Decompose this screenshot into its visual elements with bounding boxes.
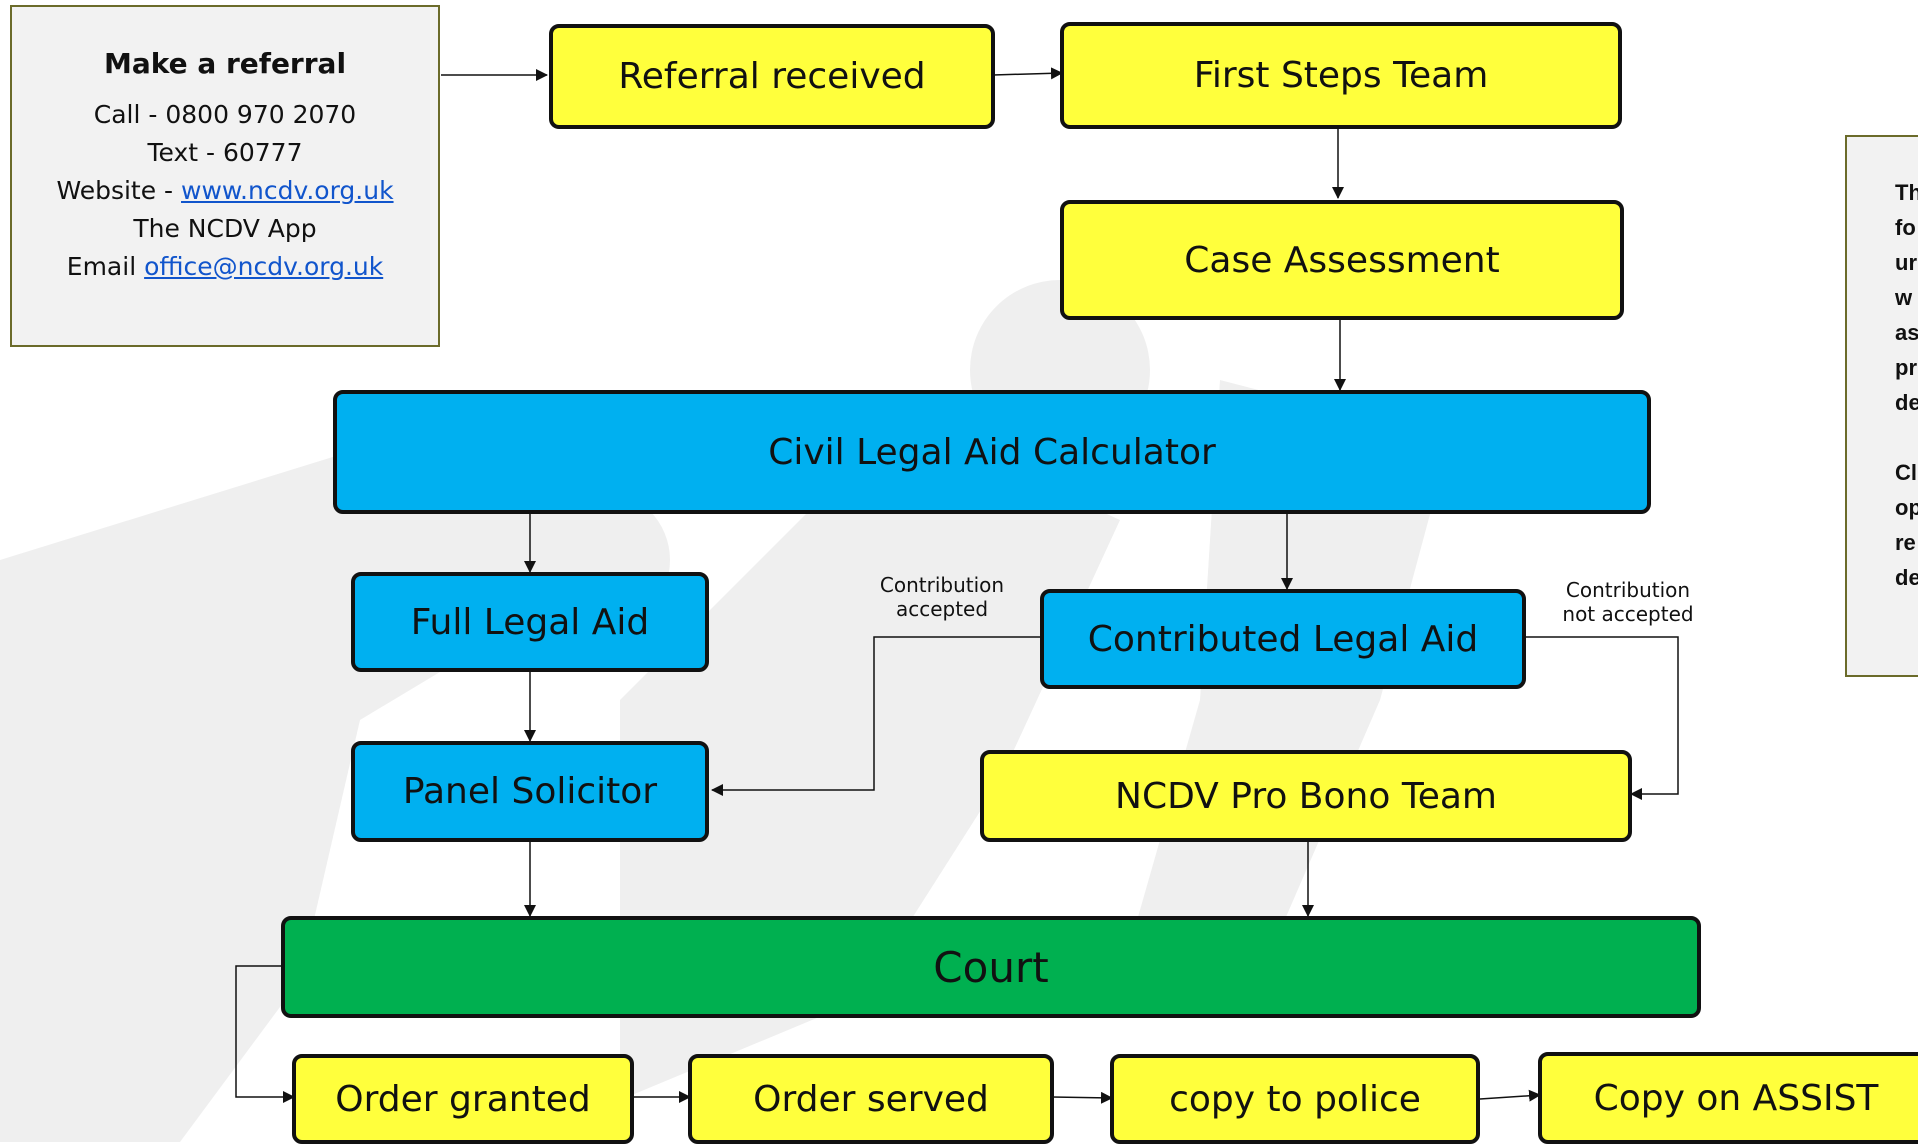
node-copy-to-police: copy to police bbox=[1110, 1054, 1480, 1144]
note-line: ur bbox=[1895, 250, 1917, 275]
website-link[interactable]: www.ncdv.org.uk bbox=[181, 176, 394, 205]
note-line: de bbox=[1895, 390, 1918, 415]
note-line: de bbox=[1895, 565, 1918, 590]
node-court: Court bbox=[281, 916, 1701, 1018]
side-note-box: Th fo ur w as pr de Cl op re de bbox=[1845, 135, 1918, 677]
node-panel-solicitor: Panel Solicitor bbox=[351, 741, 709, 842]
label-contribution-accepted-line2: accepted bbox=[895, 597, 989, 621]
node-full-legal-aid: Full Legal Aid bbox=[351, 572, 709, 672]
label-contribution-accepted: Contribution accepted bbox=[872, 573, 1012, 621]
note-line: as bbox=[1895, 320, 1918, 345]
referral-website: Website - www.ncdv.org.uk bbox=[12, 172, 438, 210]
note-line: Th bbox=[1895, 180, 1918, 205]
node-order-granted: Order granted bbox=[292, 1054, 634, 1144]
arrow-contribution-not-accepted bbox=[1524, 636, 1679, 800]
note-line: pr bbox=[1895, 355, 1917, 380]
node-copy-on-assist: Copy on ASSIST bbox=[1538, 1052, 1918, 1144]
referral-text: Text - 60777 bbox=[147, 138, 303, 167]
email-prefix: Email bbox=[66, 252, 145, 281]
referral-title: Make a referral bbox=[103, 47, 347, 80]
note-line: op bbox=[1895, 495, 1918, 520]
note-line: fo bbox=[1895, 215, 1916, 240]
node-referral-received: Referral received bbox=[549, 24, 995, 129]
note-line: Cl bbox=[1895, 460, 1917, 485]
watermark-figure-right bbox=[1120, 380, 1450, 1000]
label-contribution-not-accepted-line1: Contribution bbox=[1565, 578, 1691, 602]
referral-info-box: Make a referral Call - 0800 970 2070 Tex… bbox=[10, 5, 440, 347]
node-case-assessment: Case Assessment bbox=[1060, 200, 1624, 320]
label-contribution-not-accepted-line2: not accepted bbox=[1562, 602, 1694, 626]
note-line: re bbox=[1895, 530, 1916, 555]
node-order-served: Order served bbox=[688, 1054, 1054, 1144]
node-ncdv-pro-bono-team: NCDV Pro Bono Team bbox=[980, 750, 1632, 842]
arrow-police-to-assist bbox=[1479, 1089, 1541, 1102]
referral-call: Call - 0800 970 2070 bbox=[93, 100, 357, 129]
website-prefix: Website - bbox=[56, 176, 182, 205]
note-line: w bbox=[1895, 285, 1913, 310]
node-contributed-legal-aid: Contributed Legal Aid bbox=[1040, 589, 1526, 689]
email-link[interactable]: office@ncdv.org.uk bbox=[144, 252, 384, 281]
node-civil-legal-aid-calculator: Civil Legal Aid Calculator bbox=[333, 390, 1651, 514]
node-first-steps-team: First Steps Team bbox=[1060, 22, 1622, 129]
arrow-court-to-order-granted bbox=[235, 965, 295, 1103]
note-spacer bbox=[1895, 420, 1918, 455]
arrow-received-to-first-steps bbox=[992, 67, 1063, 80]
label-contribution-not-accepted: Contribution not accepted bbox=[1553, 578, 1703, 626]
label-contribution-accepted-line1: Contribution bbox=[879, 573, 1005, 597]
referral-app: The NCDV App bbox=[133, 214, 317, 243]
arrow-contribution-accepted bbox=[711, 636, 1042, 796]
referral-email: Email office@ncdv.org.uk bbox=[12, 248, 438, 286]
arrow-served-to-police bbox=[1051, 1091, 1113, 1104]
